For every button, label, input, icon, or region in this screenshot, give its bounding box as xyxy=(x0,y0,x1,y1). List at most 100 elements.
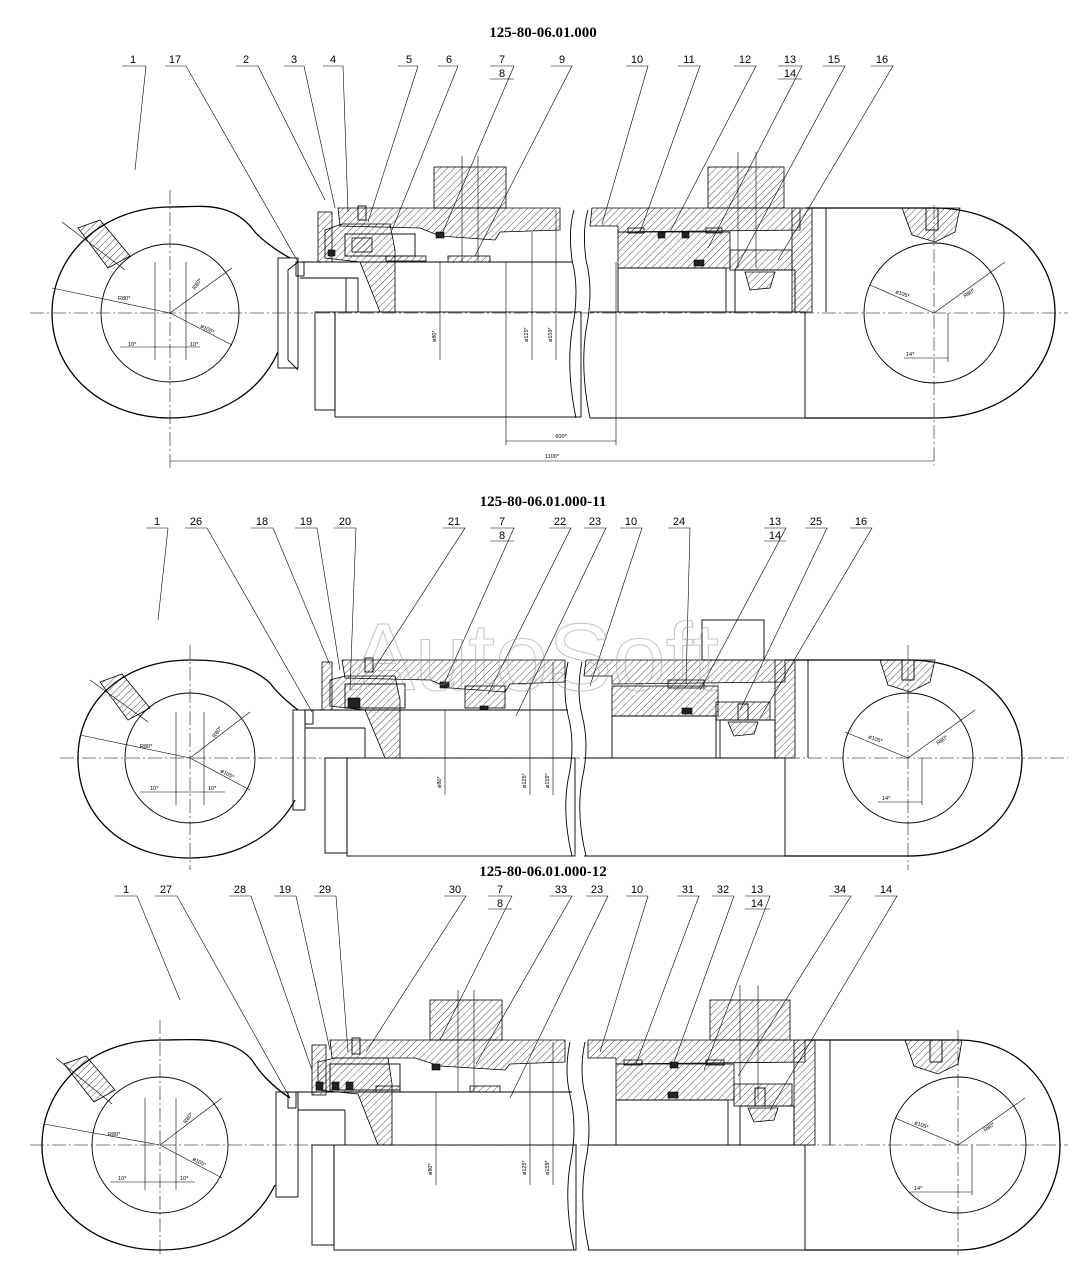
item-label: 14 xyxy=(751,898,763,910)
item-label: 5 xyxy=(406,54,412,66)
dim-radius: R80* xyxy=(140,744,153,750)
dim-offset: 10* xyxy=(150,786,159,792)
item-label: 1 xyxy=(130,54,136,66)
item-label: 14 xyxy=(769,530,781,542)
dim-outer-diameter: ø159* xyxy=(548,326,554,342)
view-1-dimensions: ø80* ø125* ø159* 600* 1100* xyxy=(170,210,934,462)
dim-outer-diameter: ø159* xyxy=(545,1159,551,1175)
item-label: 26 xyxy=(190,516,202,528)
break-line xyxy=(581,1041,590,1251)
item-label: 3 xyxy=(291,54,297,66)
dim-offset: 10* xyxy=(180,1176,189,1182)
item-label: 9 xyxy=(559,54,565,66)
dim-radius: R80* xyxy=(118,296,131,302)
dim-diameter: ø105* xyxy=(219,768,236,781)
item-label: 31 xyxy=(682,884,694,896)
dim-offset: 14* xyxy=(914,1186,923,1192)
item-label: 6 xyxy=(446,54,452,66)
break-line xyxy=(583,209,591,419)
item-label: 7 xyxy=(499,54,505,66)
dim-radius: R80* xyxy=(192,277,204,291)
dim-radius: R80* xyxy=(936,734,950,746)
item-label: 29 xyxy=(319,884,331,896)
dim-diameter: ø105* xyxy=(191,1156,208,1169)
item-label: 23 xyxy=(589,516,601,528)
item-label: 30 xyxy=(449,884,461,896)
dim-bore-diameter: ø125* xyxy=(524,326,530,342)
right-mounting-eye: ø105* R80* 14* xyxy=(805,1039,1061,1251)
item-label: 2 xyxy=(243,54,249,66)
item-label: 19 xyxy=(300,516,312,528)
item-label: 15 xyxy=(828,54,840,66)
item-label: 1 xyxy=(154,516,160,528)
item-label: 14 xyxy=(784,68,796,80)
view-1-cylinder: 125-80-06.01.000 1 17 2 3 4 5 6 7 8 9 10… xyxy=(30,25,1068,470)
item-label: 13 xyxy=(751,884,763,896)
dim-diameter: ø105* xyxy=(867,734,884,745)
view-2-title: 125-80-06.01.000-11 xyxy=(480,494,607,510)
view-1-item-labels: 1 17 2 3 4 5 6 7 8 9 10 11 12 13 14 15 1… xyxy=(130,54,888,80)
item-label: 4 xyxy=(330,54,336,66)
item-label: 27 xyxy=(160,884,172,896)
item-label: 8 xyxy=(499,68,505,80)
dim-bore-diameter: ø125* xyxy=(522,772,528,788)
item-label: 7 xyxy=(497,884,503,896)
cylinder-barrel xyxy=(589,152,827,419)
item-label: 24 xyxy=(673,516,685,528)
item-label: 21 xyxy=(448,516,460,528)
left-mounting-eye: R80* R80* ø105* 10* 10* xyxy=(41,1038,291,1251)
item-label: 22 xyxy=(554,516,566,528)
dim-rod-diameter: ø80* xyxy=(428,1163,434,1175)
view-3-title: 125-80-06.01.000-12 xyxy=(479,864,607,880)
break-line xyxy=(569,209,577,419)
cylinder-barrel xyxy=(587,985,831,1251)
item-label: 25 xyxy=(810,516,822,528)
break-line xyxy=(564,661,573,857)
dim-stroke: 600* xyxy=(555,434,567,440)
cylinder-barrel xyxy=(583,619,809,857)
item-label: 13 xyxy=(784,54,796,66)
item-label: 34 xyxy=(834,884,846,896)
item-label: 19 xyxy=(279,884,291,896)
piston-rod-and-gland xyxy=(275,990,577,1251)
item-label: 11 xyxy=(683,54,694,66)
item-label: 10 xyxy=(631,54,643,66)
break-line xyxy=(566,1041,575,1251)
item-label: 16 xyxy=(876,54,888,66)
watermark: AutoSoft xyxy=(351,604,719,711)
item-label: 14 xyxy=(880,884,892,896)
item-label: 33 xyxy=(555,884,567,896)
item-label: 7 xyxy=(499,516,505,528)
view-2-dimensions: ø80* ø125* ø159* xyxy=(437,662,554,795)
dim-radius: R80* xyxy=(183,1111,195,1125)
item-label: 1 xyxy=(123,884,129,896)
right-mounting-eye: ø105* R80* 14* xyxy=(785,659,1023,857)
view-3-item-labels: 1 27 28 19 29 30 7 8 33 23 10 31 32 13 1… xyxy=(123,884,892,910)
view-1-title: 125-80-06.01.000 xyxy=(489,25,597,41)
dim-diameter: ø105* xyxy=(894,289,911,300)
left-mounting-eye: R80* R80* ø105* 10* 10* xyxy=(51,205,291,419)
view-3-cylinder: 125-80-06.01.000-12 1 27 28 19 29 30 7 8… xyxy=(30,864,1068,1255)
view-3-dimensions: ø80* ø125* ø159* xyxy=(428,1042,554,1185)
dim-radius: R80* xyxy=(212,725,224,739)
item-label: 20 xyxy=(339,516,351,528)
dim-diameter: ø105* xyxy=(199,323,216,336)
dim-bore-diameter: ø125* xyxy=(522,1159,528,1175)
dim-diameter: ø105* xyxy=(913,1120,930,1131)
item-label: 8 xyxy=(497,898,503,910)
item-label: 32 xyxy=(717,884,729,896)
item-label: 23 xyxy=(591,884,603,896)
item-label: 13 xyxy=(769,516,781,528)
view-2-cylinder: 125-80-06.01.000-11 1 26 18 19 20 21 7 8… xyxy=(60,494,1068,870)
item-label: 8 xyxy=(499,530,505,542)
dim-rod-diameter: ø80* xyxy=(437,776,443,788)
dim-rod-diameter: ø80* xyxy=(432,330,438,342)
item-label: 17 xyxy=(169,54,181,66)
dim-radius: R80* xyxy=(963,287,977,299)
dim-offset: 10* xyxy=(118,1176,127,1182)
break-line xyxy=(578,661,587,857)
dim-radius: R80* xyxy=(983,1121,997,1133)
dim-offset: 10* xyxy=(128,342,137,348)
piston-rod-and-gland xyxy=(277,156,582,418)
